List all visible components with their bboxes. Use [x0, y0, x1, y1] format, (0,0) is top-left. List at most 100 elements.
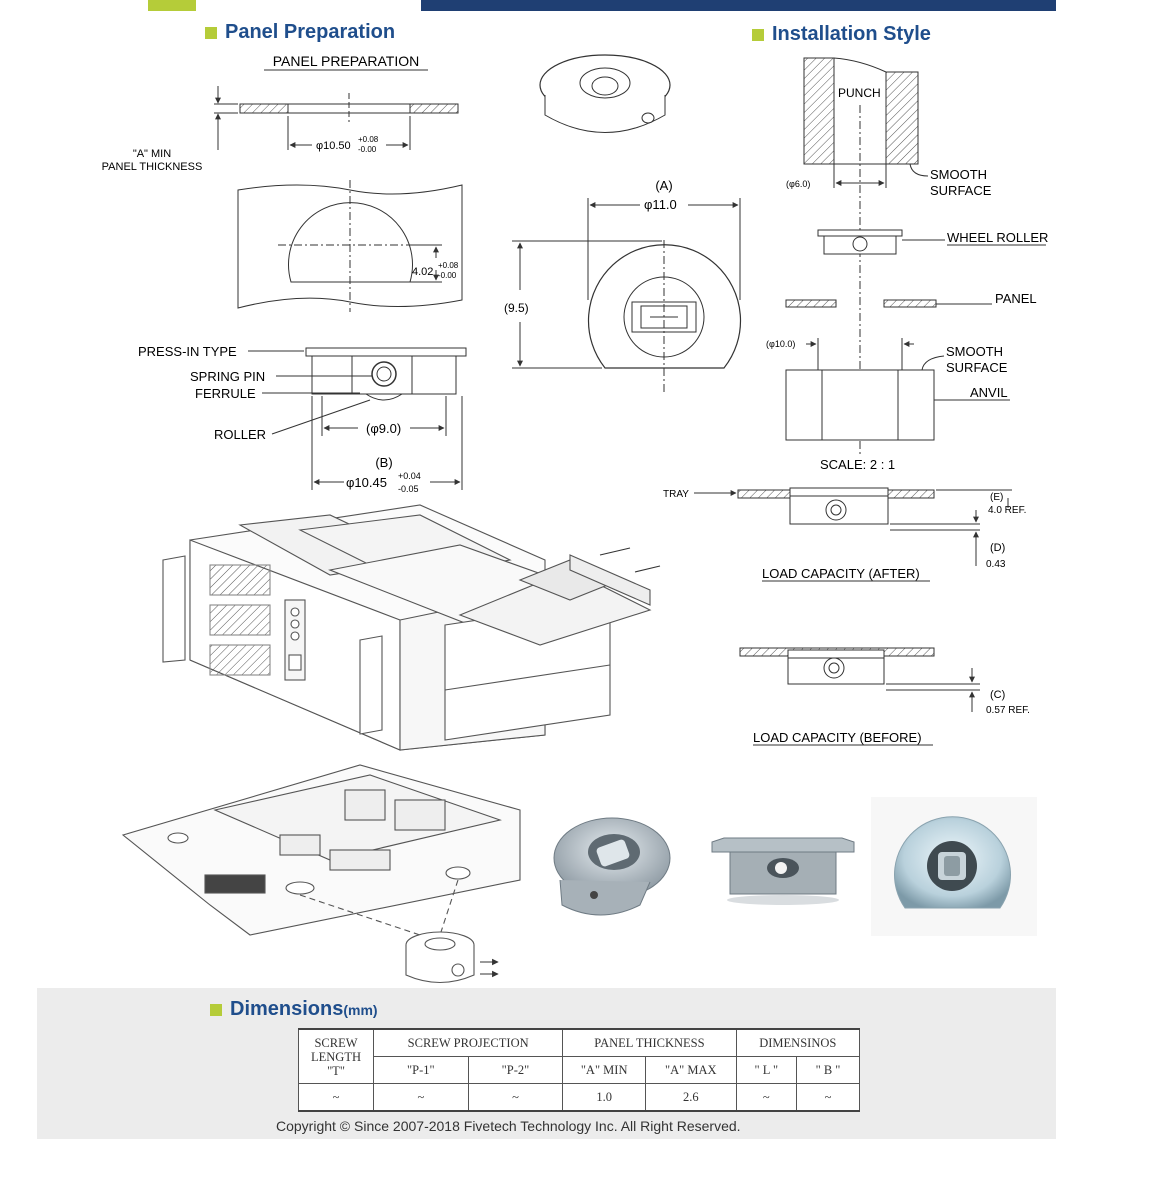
dimensions-title: Dimensions(mm)	[230, 998, 378, 1020]
roller-diameter: (φ9.0)	[366, 421, 401, 436]
header-screw-projection: SCREW PROJECTION	[372, 1028, 564, 1057]
ferrule-label: FERRULE	[195, 386, 256, 401]
iso-pin-hole	[641, 112, 655, 124]
chassis-illustration	[162, 504, 661, 751]
leader-smooth-surface	[921, 355, 945, 371]
subheader-a-max: "A" MAX	[645, 1056, 737, 1084]
green-square-icon	[205, 26, 217, 39]
section-title-dimensions: Dimensions(mm)	[210, 998, 378, 1021]
load-capacity-before: LOAD CAPACITY (BEFORE)	[753, 730, 922, 745]
height-dimension: (9.5)	[504, 301, 529, 315]
spring-pin-label: SPRING PIN	[190, 369, 265, 384]
header-screw-length: SCREW LENGTH "T"	[298, 1028, 374, 1084]
section-title-panel-preparation: Panel Preparation	[205, 21, 395, 44]
after-pin	[825, 499, 847, 521]
b-tolerance-minus: -0.05	[398, 484, 419, 494]
anvil-label: ANVIL	[970, 385, 1008, 400]
render-side-pin	[775, 862, 787, 874]
table-cell: 2.6	[645, 1083, 737, 1112]
subheader-p1: "P-1"	[373, 1056, 469, 1084]
tray-label: TRAY	[663, 489, 689, 500]
punch-hatch-left	[803, 57, 835, 165]
punch-label: PUNCH	[838, 86, 881, 100]
table-row: ~ ~ ~ 1.0 2.6 ~ ~	[298, 1083, 860, 1112]
panel-preparation-title: Panel Preparation	[225, 21, 396, 43]
panel-preparation-heading: PANEL PREPARATION	[273, 53, 420, 69]
product-render-top	[871, 797, 1037, 936]
smooth-surface-label-2: SURFACE	[946, 360, 1008, 375]
product-render-isometric	[528, 797, 698, 937]
a-min-label: "A" MIN	[133, 148, 171, 160]
before-pin	[823, 657, 845, 679]
panel-section-right	[409, 103, 459, 114]
green-square-icon	[210, 1003, 222, 1016]
subheader-p2: "P-2"	[467, 1056, 564, 1084]
leader-roller	[271, 399, 371, 435]
smooth-surface-label-2: SMOOTH	[946, 344, 1003, 359]
top-view-drawing: (A) φ11.0 (9.5)	[504, 178, 742, 395]
table-cell: ~	[467, 1083, 564, 1112]
smooth-surface-label: SMOOTH	[930, 167, 987, 182]
a-label: (A)	[655, 178, 672, 193]
d-label: (D)	[990, 542, 1005, 554]
panel-preparation-drawing: PANEL PREPARATION "A" MIN PANEL THICKNES…	[102, 53, 467, 494]
top-accent-blue-bar	[421, 0, 1056, 11]
installation-style-title: Installation Style	[772, 23, 931, 45]
table-subheader-row: "P-1" "P-2" "A" MIN "A" MAX " L " " B "	[299, 1056, 860, 1084]
dimensions-unit: (mm)	[343, 1002, 378, 1018]
spring-pin-circle	[371, 361, 397, 387]
render-top-roller-center	[944, 856, 960, 876]
dimensions-table: SCREW LENGTH "T" SCREW PROJECTION PANEL …	[298, 1028, 861, 1112]
installation-style-drawing: PUNCH (φ6.0) SMOOTH SURFACE WHEEL ROLLER…	[663, 57, 1048, 746]
panel-hatch-right	[883, 299, 937, 308]
smooth-surface-label: SURFACE	[930, 183, 992, 198]
roller-isometric-sketch	[539, 54, 671, 133]
leader-smooth-surface	[909, 163, 929, 177]
b-label: (B)	[375, 455, 392, 470]
table-cell: ~	[796, 1083, 860, 1112]
d-shaped-hole	[288, 202, 413, 283]
d-value: 0.43	[986, 559, 1006, 570]
spring-pin-inner	[376, 366, 392, 382]
c-label: (C)	[990, 689, 1005, 701]
before-flange	[787, 649, 885, 659]
e-value: 4.0 REF.	[988, 505, 1026, 516]
render-pin-hole	[590, 891, 598, 899]
technical-drawing: PANEL PREPARATION "A" MIN PANEL THICKNES…	[102, 53, 1048, 983]
green-square-icon	[752, 28, 764, 41]
flange-outline	[305, 347, 467, 357]
wheel-roller-label: WHEEL ROLLER	[947, 230, 1048, 245]
table-cell: ~	[735, 1083, 798, 1112]
load-capacity-after: LOAD CAPACITY (AFTER)	[762, 566, 920, 581]
iso-roller	[591, 76, 619, 96]
table-cell: ~	[298, 1083, 374, 1112]
a-diameter: φ11.0	[644, 197, 677, 212]
header-panel-thickness: PANEL THICKNESS	[562, 1028, 737, 1057]
before-pin-inner	[828, 662, 840, 674]
section-title-installation-style: Installation Style	[752, 23, 931, 46]
press-in-type-label: PRESS-IN TYPE	[138, 344, 237, 359]
iso-body	[544, 95, 666, 133]
subheader-b: " B "	[796, 1056, 860, 1084]
hole-tolerance-minus: -0.00	[358, 145, 377, 154]
wheel-roller-flange	[817, 229, 903, 237]
panel-section-left	[239, 103, 289, 114]
c-value: 0.57 REF.	[986, 705, 1030, 716]
roller-label: ROLLER	[214, 427, 266, 442]
punch-diameter: (φ6.0)	[786, 179, 810, 189]
copyright-text: Copyright © Since 2007-2018 Fivetech Tec…	[276, 1118, 741, 1134]
table-cell: 1.0	[562, 1083, 647, 1112]
render-roller	[596, 839, 630, 867]
subheader-l: " L "	[735, 1056, 798, 1084]
panel-label: PANEL	[995, 291, 1037, 306]
flat-dimension: 4.02	[412, 266, 433, 278]
roller-arc	[365, 393, 403, 401]
top-accent-green-bar	[148, 0, 196, 11]
render-side-flange	[711, 837, 855, 853]
product-render-side	[703, 808, 863, 932]
b-tolerance-plus: +0.04	[398, 471, 421, 481]
render-side-shadow	[727, 895, 839, 905]
header-dimensions: DIMENSINOS	[735, 1028, 861, 1057]
panel-hatch-left	[785, 299, 837, 308]
subheader-a-min: "A" MIN	[562, 1056, 647, 1084]
